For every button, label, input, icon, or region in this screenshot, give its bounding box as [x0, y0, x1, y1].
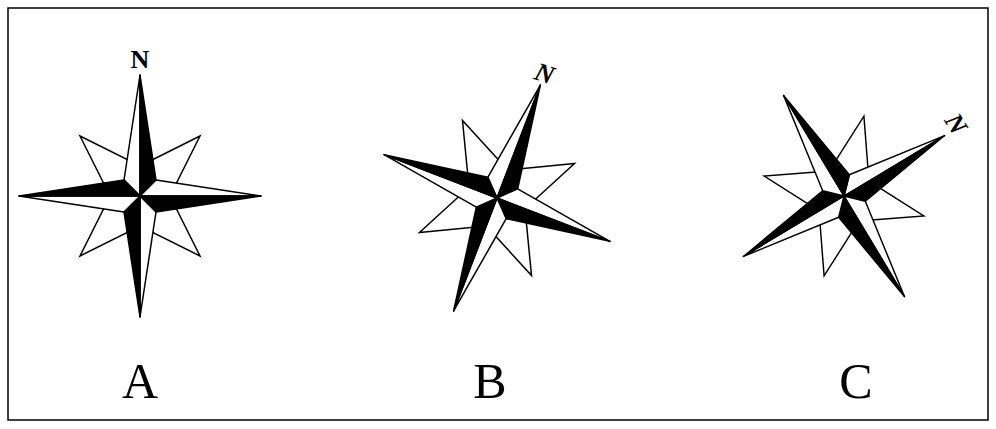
figure-letter: B [473, 356, 506, 406]
figure-letter: A [122, 356, 158, 406]
compass-rose [683, 35, 996, 357]
direction-letter: N [531, 59, 557, 90]
direction-letter: N [939, 109, 971, 139]
direction-letter: N [131, 47, 150, 73]
compass-rose [19, 75, 261, 317]
compass-rose [341, 42, 654, 355]
figure-letter: C [839, 356, 872, 406]
